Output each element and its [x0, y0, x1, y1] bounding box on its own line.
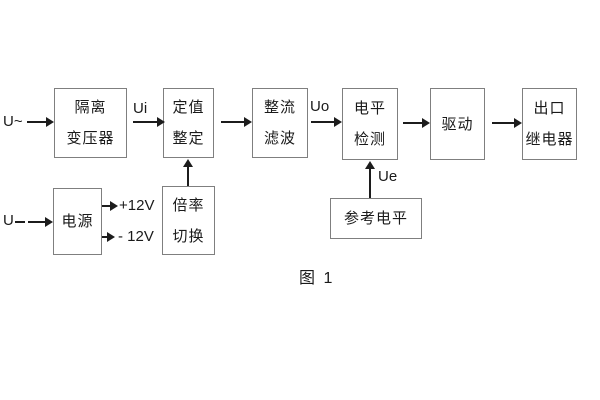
arrow-rectifier-to-detect	[311, 117, 342, 127]
block-power-supply: 电源	[53, 188, 102, 255]
block-label: 驱动	[441, 115, 474, 133]
block-label: 定值	[172, 99, 205, 116]
block-label: 隔离	[74, 99, 107, 116]
block-value-setting: 定值 整定	[163, 88, 214, 158]
block-drive: 驱动	[430, 88, 485, 160]
ac-input-arrow	[27, 117, 54, 127]
block-label: 整流	[263, 99, 296, 116]
block-rectify-filter: 整流 滤波	[252, 88, 308, 158]
arrow-drive-to-relay	[492, 118, 522, 128]
figure-caption: 图 1	[299, 270, 335, 287]
rail-pos12v-label: +12V	[119, 197, 155, 214]
block-label: 电平	[353, 100, 386, 117]
block-reference-level: 参考电平	[330, 198, 422, 239]
dc-input-dash	[15, 221, 25, 223]
arrow-setting-to-rectifier	[221, 117, 252, 127]
block-label: 倍率	[172, 196, 205, 214]
signal-uo-label: Uo	[310, 98, 330, 115]
reference-to-detect-arrow	[365, 161, 375, 198]
block-label: 电源	[61, 213, 94, 230]
block-label: 出口	[533, 100, 566, 117]
block-label: 检测	[353, 131, 386, 148]
arrow-detect-to-drive	[403, 118, 430, 128]
block-label: 滤波	[263, 130, 296, 147]
block-label: 切换	[172, 227, 205, 245]
block-outlet-relay: 出口 继电器	[522, 88, 577, 160]
neg-rail-arrow	[102, 232, 115, 242]
block-level-detect: 电平 检测	[342, 88, 398, 160]
ac-input-label: U~	[3, 113, 23, 130]
block-isolation-transformer: 隔离 变压器	[54, 88, 127, 158]
arrow-transformer-to-setting	[133, 117, 165, 127]
block-label: 继电器	[525, 131, 574, 148]
block-label: 整定	[172, 130, 205, 147]
dc-input-label: U	[3, 212, 14, 229]
pos-rail-arrow	[102, 201, 118, 211]
block-label: 参考电平	[343, 210, 408, 227]
ratio-to-setting-arrow	[183, 159, 193, 186]
dc-input-arrow	[28, 217, 53, 227]
block-label: 变压器	[66, 130, 115, 147]
signal-ui-label: Ui	[133, 100, 148, 117]
block-ratio-switch: 倍率 切换	[162, 186, 215, 255]
signal-ue-label: Ue	[378, 168, 398, 185]
rail-neg12v-label: - 12V	[118, 228, 154, 245]
